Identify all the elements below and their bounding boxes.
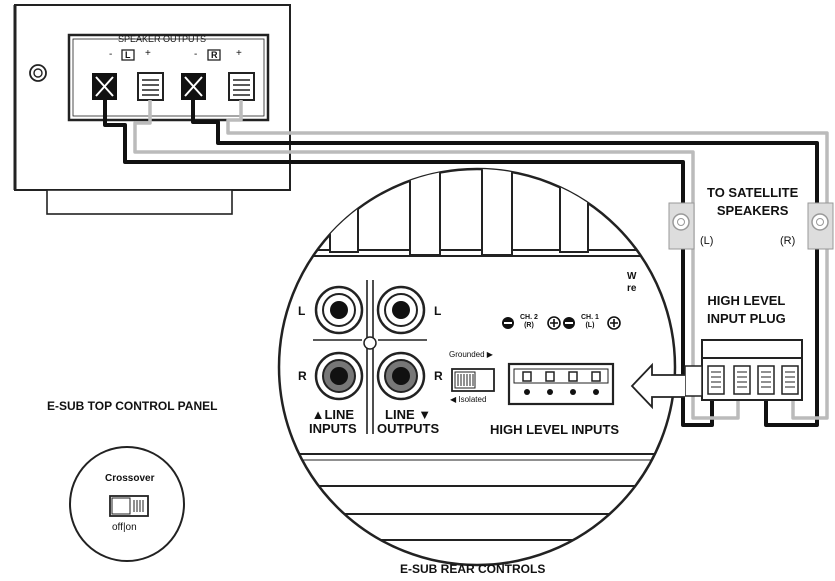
channel-right-label: R xyxy=(211,50,218,60)
ch1-label: CH. 1 (L) xyxy=(581,314,599,330)
rear-controls-title: E-SUB REAR CONTROLS xyxy=(400,562,546,576)
satellite-right-label: (R) xyxy=(780,235,796,247)
amplifier xyxy=(13,4,291,215)
speaker-outputs-title: SPEAKER OUTPUTS xyxy=(118,34,207,44)
crossover-switch xyxy=(109,495,149,517)
row-label-r-left: R xyxy=(298,369,307,383)
terminal-l-plus xyxy=(137,72,164,101)
knob-icon xyxy=(29,64,47,82)
channel-left-plus: + xyxy=(145,48,151,59)
line-outputs-label: LINE ▼ OUTPUTS xyxy=(377,407,440,437)
top-control-panel-title: E-SUB TOP CONTROL PANEL xyxy=(47,399,218,413)
partial-text: W re xyxy=(627,271,637,294)
ground-switch xyxy=(451,368,495,392)
high-level-inputs-label: HIGH LEVEL INPUTS xyxy=(490,422,620,437)
channel-left-label: L xyxy=(125,50,131,60)
terminal-l-minus xyxy=(92,73,117,100)
plug-title: HIGH LEVEL INPUT PLUG xyxy=(707,293,786,326)
rca-jack-input-r xyxy=(314,351,364,401)
channel-right-minus: - xyxy=(194,49,198,60)
channel-right-plus: + xyxy=(236,48,242,59)
polarity-symbols xyxy=(502,316,621,330)
terminal-r-plus xyxy=(228,72,255,101)
crossover-title: Crossover xyxy=(105,473,155,484)
rca-jack-input-l xyxy=(314,285,364,335)
isolated-label: ◀ Isolated xyxy=(450,395,487,404)
grounded-label: Grounded ▶ xyxy=(449,350,493,359)
row-label-l-right: L xyxy=(434,304,442,318)
satellite-speaker-left xyxy=(668,202,695,250)
high-level-input-plug xyxy=(684,339,803,401)
channel-left-minus: - xyxy=(109,49,113,60)
connection-arrow xyxy=(630,362,685,410)
row-label-r-right: R xyxy=(434,369,443,383)
line-inputs-label: ▲LINE INPUTS xyxy=(309,407,357,437)
rca-jack-output-r xyxy=(376,351,426,401)
satellite-speakers-title: TO SATELLITE SPEAKERS xyxy=(707,185,799,218)
satellite-speaker-right xyxy=(807,202,834,250)
row-label-l-left: L xyxy=(298,304,306,318)
speaker-wires xyxy=(103,100,829,427)
ch2-label: CH. 2 (R) xyxy=(520,314,538,330)
rca-jack-output-l xyxy=(376,285,426,335)
crossover-panel xyxy=(69,446,185,562)
terminal-r-minus xyxy=(181,73,206,100)
crossover-state-label: off|on xyxy=(112,522,137,533)
high-level-input-terminal xyxy=(507,362,615,406)
rear-panel-magnified xyxy=(277,167,677,567)
satellite-left-label: (L) xyxy=(700,235,714,247)
